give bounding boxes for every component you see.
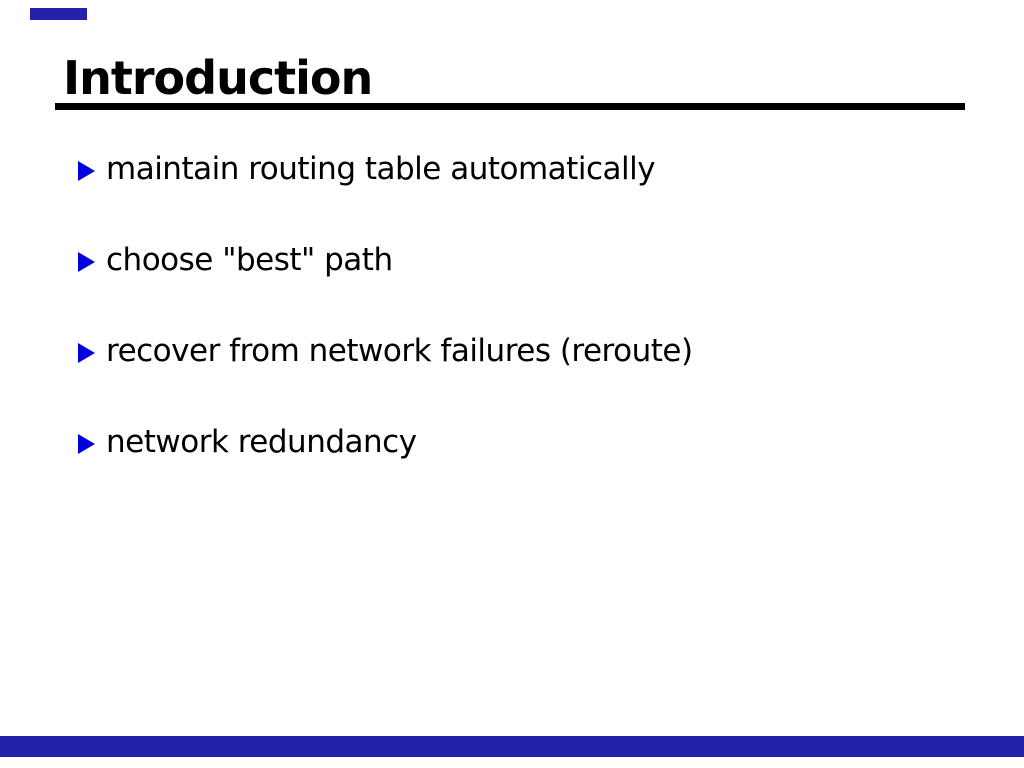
bullet-triangle-icon: [78, 160, 95, 181]
bullet-text: maintain routing table automatically: [106, 151, 656, 187]
list-item: network redundancy: [78, 420, 693, 464]
top-left-accent-bar: [30, 8, 87, 20]
list-item: choose "best" path: [78, 238, 693, 282]
list-item: maintain routing table automatically: [78, 147, 693, 191]
bullet-list: maintain routing table automatically cho…: [78, 147, 693, 511]
slide-title: Introduction: [63, 51, 373, 105]
bullet-text: choose "best" path: [106, 242, 393, 278]
bullet-triangle-icon: [78, 342, 95, 363]
bullet-triangle-icon: [78, 251, 95, 272]
title-underline-rule: [55, 103, 965, 110]
list-item: recover from network failures (reroute): [78, 329, 693, 373]
bullet-text: recover from network failures (reroute): [106, 333, 693, 369]
bullet-triangle-icon: [78, 433, 95, 454]
footer-accent-bar: [0, 736, 1024, 757]
bullet-text: network redundancy: [106, 424, 417, 460]
